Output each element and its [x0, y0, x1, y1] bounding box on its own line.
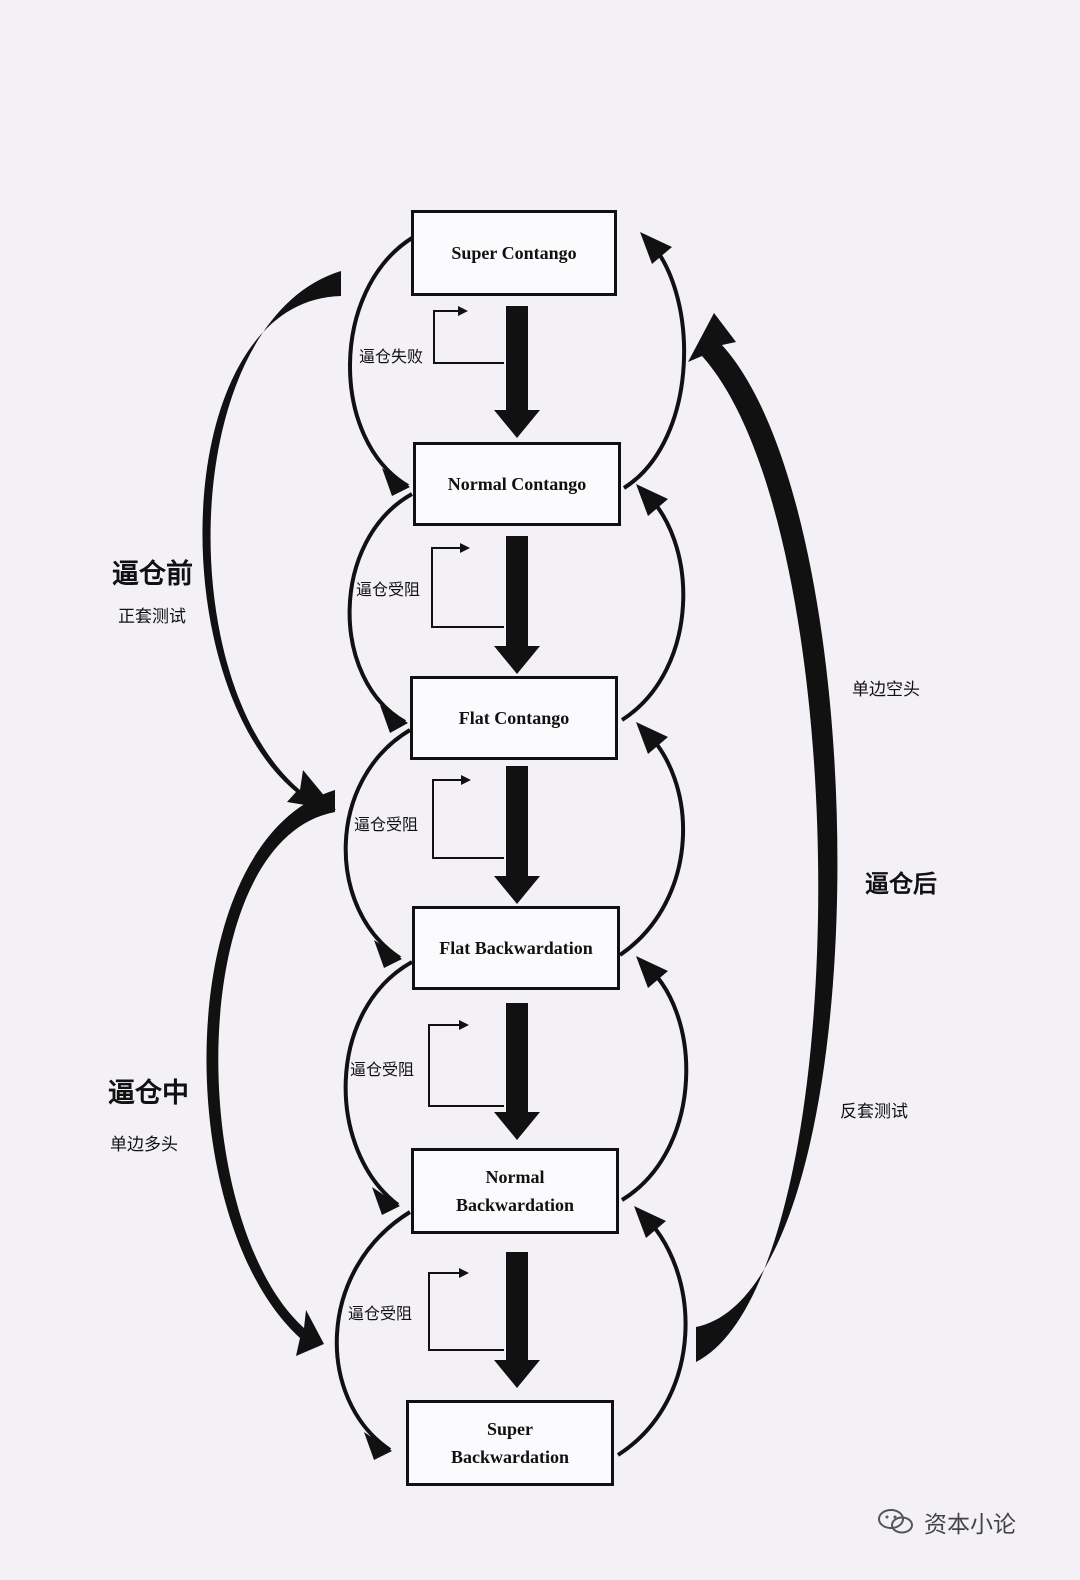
big-left-arrows: [202, 271, 341, 1356]
reverse-test-label: 反套测试: [840, 1102, 908, 1122]
state-flat-contango: Flat Contango: [410, 676, 618, 760]
bracket-arrow-5: [428, 1268, 504, 1351]
single-side-short-label: 单边空头: [852, 680, 920, 700]
right-loop-arrow-2: [620, 488, 686, 722]
state-flat-backwardation: Flat Backwardation: [412, 906, 620, 990]
transition-label-1: 逼仓失败: [359, 347, 424, 366]
watermark-text: 资本小论: [924, 1512, 1016, 1538]
right-loop-head-5: [634, 1206, 666, 1238]
wechat-icon: [878, 1509, 913, 1534]
during-squeeze-subtitle: 单边多头: [110, 1135, 178, 1155]
left-loop-arrow-5: [334, 1210, 412, 1452]
after-squeeze-arrow: [688, 313, 838, 1362]
down-arrow-2: [494, 536, 540, 674]
transition-label-5: 逼仓受阻: [348, 1304, 413, 1323]
before-squeeze-title: 逼仓前: [112, 559, 193, 590]
right-loop-arrow-4: [620, 960, 689, 1202]
right-loop-head-2: [636, 484, 668, 516]
left-loop-head-3: [374, 940, 402, 968]
bracket-arrows: [428, 306, 504, 1351]
before-squeeze-subtitle: 正套测试: [118, 607, 186, 627]
state-normal-contango: Normal Contango: [413, 442, 621, 526]
left-loop-head-1: [382, 468, 410, 496]
right-loop-arrow-1: [622, 236, 687, 490]
before-squeeze-arrow: [202, 271, 341, 810]
left-loop-arrow-4: [343, 960, 413, 1207]
down-arrow-5: [494, 1252, 540, 1388]
right-loop-head-4: [636, 956, 668, 988]
bracket-arrow-1: [433, 306, 504, 364]
during-squeeze-title: 逼仓中: [108, 1078, 189, 1109]
left-loop-head-4: [372, 1187, 400, 1215]
state-super-contango: Super Contango: [411, 210, 617, 296]
transition-label-4: 逼仓受阻: [350, 1060, 415, 1079]
during-squeeze-arrow: [206, 790, 335, 1356]
state-super-backwardation: Super Backwardation: [406, 1400, 614, 1486]
left-loop-arrow-3: [343, 728, 412, 960]
right-loop-head-3: [636, 722, 668, 754]
right-loop-arrowheads: [634, 232, 672, 1238]
left-loop-head-2: [380, 705, 408, 733]
left-loop-arrow-1: [348, 236, 414, 488]
down-arrows: [494, 306, 540, 1388]
transition-label-3: 逼仓受阻: [354, 815, 419, 834]
transition-label-2: 逼仓受阻: [356, 580, 421, 599]
bracket-arrow-3: [432, 775, 504, 859]
down-arrow-3: [494, 766, 540, 904]
big-right-arrow: [688, 313, 838, 1362]
left-loop-head-5: [364, 1432, 392, 1460]
after-squeeze-title: 逼仓后: [865, 870, 937, 898]
bracket-arrow-2: [431, 543, 504, 628]
right-loop-head-1: [640, 232, 672, 264]
right-loop-arrow-5: [616, 1210, 688, 1457]
left-loop-arrows: [334, 236, 414, 1452]
right-loop-arrows: [616, 236, 689, 1457]
down-arrow-4: [494, 1003, 540, 1140]
right-loop-arrow-3: [618, 726, 686, 957]
bracket-arrow-4: [428, 1020, 504, 1107]
state-normal-backwardation: Normal Backwardation: [411, 1148, 619, 1234]
left-loop-arrow-2: [347, 492, 413, 724]
watermark: 资本小论: [876, 1505, 1016, 1539]
down-arrow-1: [494, 306, 540, 438]
left-loop-arrowheads: [364, 468, 410, 1460]
